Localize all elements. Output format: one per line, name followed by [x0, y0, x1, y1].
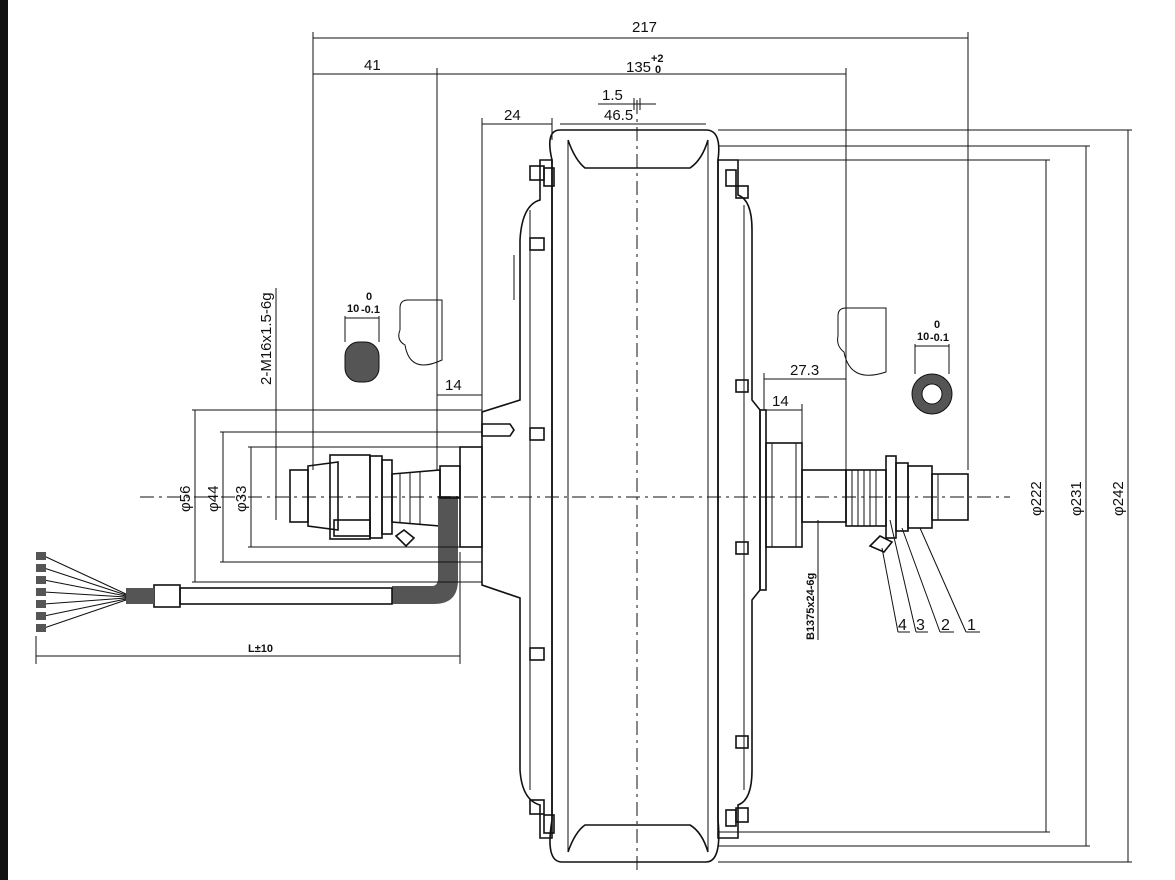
thread-spec-left: 2-M16x1.5-6g: [258, 292, 275, 385]
dim-right-offset: 27.3: [790, 362, 819, 379]
dim-flat-left-tol-lower: -0.1: [361, 304, 380, 316]
right-flat-section: [911, 344, 953, 415]
cable: [36, 552, 393, 632]
dim-rim-width: 46.5: [604, 107, 633, 124]
part-label-2: 2: [941, 617, 950, 634]
dim-diameter-222: φ222: [1028, 481, 1045, 516]
dim-diameter-44: φ44: [205, 486, 222, 512]
right-axle: [845, 455, 969, 553]
left-flat-section: [344, 316, 380, 383]
dim-left-shoulder: 14: [445, 377, 462, 394]
dim-flat-left: 10: [347, 303, 359, 315]
dim-flat-right: 10: [917, 331, 929, 343]
dim-flat-right-tol-upper: 0: [934, 319, 940, 331]
dimension-lines: [35, 32, 1132, 863]
dim-flat-right-tol-lower: -0.1: [930, 332, 949, 344]
dim-diameter-33: φ33: [233, 486, 250, 512]
part-label-1: 1: [967, 617, 976, 634]
dim-axle-span: 135: [626, 59, 651, 76]
motor-body: [459, 129, 847, 863]
dim-rim-step: 1.5: [602, 87, 623, 104]
part-label-4: 4: [898, 617, 907, 634]
dim-flange-width: 24: [504, 107, 521, 124]
dim-cable-length: L±10: [248, 643, 273, 655]
part-label-3: 3: [916, 617, 925, 634]
dim-flat-left-tol-upper: 0: [366, 291, 372, 303]
dim-diameter-242: φ242: [1110, 481, 1127, 516]
dim-axle-span-tol-lower: 0: [655, 64, 661, 76]
dim-diameter-231: φ231: [1068, 481, 1085, 516]
dim-left-offset: 41: [364, 57, 381, 74]
dim-overall-width: 217: [632, 19, 657, 36]
dim-right-shoulder: 14: [772, 393, 789, 410]
thread-spec-right: B1375x24-6g: [805, 573, 817, 640]
dim-axle-span-tol-upper: +2: [651, 53, 664, 65]
left-border: [0, 0, 8, 880]
dim-diameter-56: φ56: [177, 486, 194, 512]
